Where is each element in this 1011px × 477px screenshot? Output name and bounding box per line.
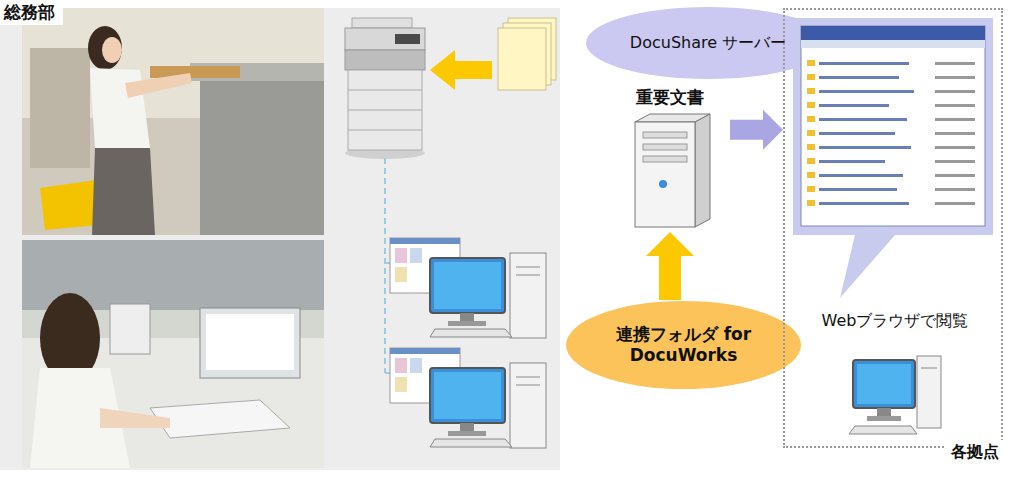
department-panel: 総務部 [0,8,560,470]
multifunction-printer [345,18,425,159]
block-arrow [730,110,783,150]
node-label: Webブラウザで閲覧 [822,310,969,332]
photo-desk [22,240,324,468]
node-label: 連携フォルダ for DocuWorks [609,324,759,367]
photo-scanning [22,8,324,235]
server-node: 重要文書 [610,86,730,232]
paper-stack [498,18,556,90]
server-icon [625,112,715,232]
block-arrow [646,232,694,300]
pc-icon [390,238,546,338]
browser-pc: Webブラウザで閲覧 [795,310,995,442]
node-label: 重要文書 [636,86,704,108]
node-label: DocuShare サーバー [630,33,786,53]
node-label: 総務部 [0,0,63,25]
node-label: 各拠点 [945,440,1003,464]
office-illustration [0,8,560,470]
file-list [807,60,975,206]
pc-icon [845,342,945,442]
feed-arrow [430,50,492,90]
pc-icon [390,348,546,448]
site-region: 各拠点Webブラウザで閲覧 [783,8,1003,448]
folder-ellipse: 連携フォルダ for DocuWorks [565,300,802,390]
